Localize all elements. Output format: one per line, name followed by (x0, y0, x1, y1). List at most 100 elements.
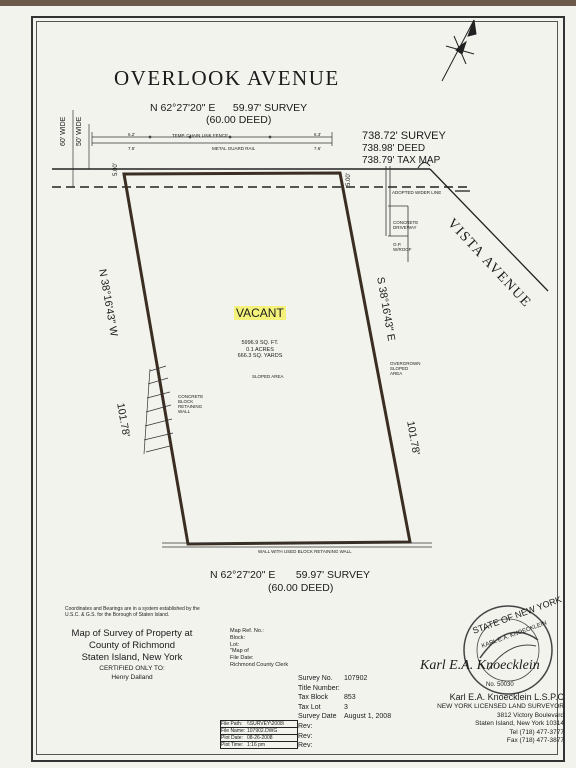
top-bearing-value: N 62°27'20" E (150, 102, 216, 114)
survey-info-row: Rev: (298, 732, 391, 742)
setback-left: 5.00' (113, 163, 119, 176)
survey-info-key: Tax Block (298, 694, 328, 702)
survey-info-value: 3 (344, 703, 348, 711)
survey-info-row: Rev: (298, 741, 391, 751)
lot-status: VACANT (234, 304, 286, 322)
top-bearing: N 62°27'20" E 59.97' SURVEY (150, 102, 307, 114)
surveyor-fax: Fax (718) 477-3877 (506, 737, 564, 745)
sloped-area-note: SLOPED AREA (252, 374, 284, 379)
survey-info-row: Tax Block 853 (298, 693, 391, 703)
survey-info-key: Rev: (298, 722, 313, 730)
driveway-note: CONCRETE DRIVEWAY (393, 220, 419, 230)
plot-date-value: 08-26-2008 (247, 735, 273, 741)
survey-info-key: Rev: (298, 732, 313, 740)
setback-right: 5.00' (346, 173, 352, 186)
plot-time-value: 1:16 pm (247, 742, 266, 748)
surveyor-address2: Staten Island, New York 10314 (475, 720, 564, 728)
file-path-value: \\SURVEY\2008\ (247, 721, 285, 727)
title-line3: Staten Island, New York (81, 652, 183, 663)
structures (385, 166, 409, 262)
border-outer (31, 16, 565, 762)
survey-info-key: Tax Lot (298, 703, 321, 711)
adopted-line-note: ADOPTED WIDER LINE (392, 190, 442, 195)
certified-client: Henry Dalland (111, 674, 153, 681)
roof-note: O.P. W/ROOF (393, 242, 412, 252)
fence-note: TEMP. CHAIN LINK FENCE (172, 133, 229, 138)
north-arrow-icon (441, 19, 477, 82)
lot-status-label: VACANT (234, 306, 286, 320)
surveyor-signature: Karl E.A. Knoecklein (420, 658, 540, 673)
survey-info-value: 107902 (344, 675, 368, 682)
title-line1: Map of Survey of Property at (71, 628, 193, 639)
corner-tax-map-distance: 738.79' TAX MAP (362, 155, 441, 166)
survey-info-key: Survey Date (298, 713, 337, 721)
corner-survey-distance: 738.72' SURVEY (362, 130, 446, 142)
survey-info-row: Tax Lot 3 (298, 703, 391, 713)
lot-area: 5996.9 SQ. FT. 0.1 ACRES 666.3 SQ. YARDS (230, 340, 290, 360)
seal-number: No. 50030 (486, 682, 514, 688)
bottom-wall-note: WALL WITH USED BLOCK RETAINING WALL (258, 549, 352, 554)
fence-length-l1: 6.2' (128, 132, 136, 137)
width-50: 50' WIDE (76, 116, 83, 146)
overgrown-note: OVERGROWN SLOPED AREA (390, 361, 421, 376)
surveyor-seal (463, 605, 553, 695)
survey-info-value: 853 (344, 694, 356, 702)
surveyor-tel: Tel (718) 477-3777 (509, 728, 564, 736)
survey-info-key: Rev: (298, 742, 313, 750)
survey-info-row: Rev: (298, 722, 391, 732)
file-name-key: File Name: (221, 728, 246, 734)
map-ref-no: Map Ref. No.: (230, 628, 264, 634)
survey-info-key: Title Number: (298, 684, 340, 692)
lot-area-sqft: 5996.9 SQ. FT. (241, 340, 279, 346)
survey-info-key: Survey No. (298, 675, 333, 682)
bottom-survey-distance: 59.97' SURVEY (295, 569, 370, 581)
guard-rail-note: METAL GUARD RAIL (212, 146, 256, 151)
file-path-key: File Path: (221, 721, 243, 727)
coordinates-note: Coordinates and Bearings are in a system… (65, 606, 200, 618)
surveyor-name: Karl E.A. Knoecklein L.S.P.C (449, 692, 564, 702)
vista-avenue-lines (429, 168, 549, 292)
survey-info-row: Survey No. 107902 (298, 674, 391, 684)
map-ref-file-date: File Date: (230, 655, 254, 662)
fence-length-r2: 7.6' (314, 146, 322, 151)
map-ref-lot: Lot: (230, 641, 240, 648)
certified-label: CERTIFIED ONLY TO: (99, 665, 165, 672)
top-survey-distance: 59.97' SURVEY (232, 102, 308, 114)
retaining-wall-note: CONCRETE BLOCK RETAINING WALL (178, 394, 204, 414)
survey-sheet: OVERLOOK AVENUE VISTA AVENUE 60' WIDE 50… (0, 6, 576, 768)
file-info-box: File Path: \\SURVEY\2008\ File Name:10790… (220, 720, 298, 749)
fence-length-l2: 7.5' (128, 146, 136, 151)
bottom-bearing: N 62°27'20" E 59.97' SURVEY (210, 569, 370, 581)
surveyor-address1: 3812 Victory Boulevard (496, 711, 564, 719)
top-deed-distance: (60.00 DEED) (206, 114, 272, 126)
lot-area-sqyds: 666.3 SQ. YARDS (237, 353, 283, 359)
title-line2: County of Richmond (88, 640, 176, 651)
title-block: Map of Survey of Property at County of R… (62, 628, 202, 682)
plot-drawing (52, 19, 549, 548)
width-60: 60' WIDE (60, 116, 67, 146)
retaining-wall-hatch (143, 365, 174, 455)
file-name-value: 107902.DWG (247, 728, 278, 734)
survey-info-row: Title Number: (298, 684, 391, 694)
street-name-overlook: OVERLOOK AVENUE (114, 66, 340, 90)
map-reference: Map Ref. No.: Block: Lot: "Map of File D… (230, 628, 288, 669)
border-inner (36, 21, 558, 755)
map-ref-block: Block: (230, 634, 245, 641)
survey-info-row: Survey Date August 1, 2008 (298, 712, 391, 722)
fence-length-r1: 6.3' (314, 132, 322, 137)
plot-date-key: Plot Date: (221, 735, 243, 741)
map-ref-clerk: Richmond County Clerk (230, 661, 289, 668)
surveyor-license: NEW YORK LICENSED LAND SURVEYOR (437, 703, 564, 710)
width-dimensions (72, 110, 90, 187)
bottom-bearing-value: N 62°27'20" E (210, 569, 276, 581)
bottom-deed-distance: (60.00 DEED) (268, 582, 334, 594)
bottom-wall (162, 542, 432, 548)
corner-deed-distance: 738.98' DEED (362, 143, 426, 154)
fence-line (91, 132, 333, 146)
plot-time-key: Plot Time: (221, 742, 244, 748)
map-ref-map-of: "Map of (230, 648, 249, 655)
survey-info-value: August 1, 2008 (344, 713, 392, 721)
lot-area-acres: 0.1 ACRES (246, 346, 274, 353)
surveyor-block: Karl E.A. Knoecklein L.S.P.C NEW YORK LI… (420, 692, 564, 746)
